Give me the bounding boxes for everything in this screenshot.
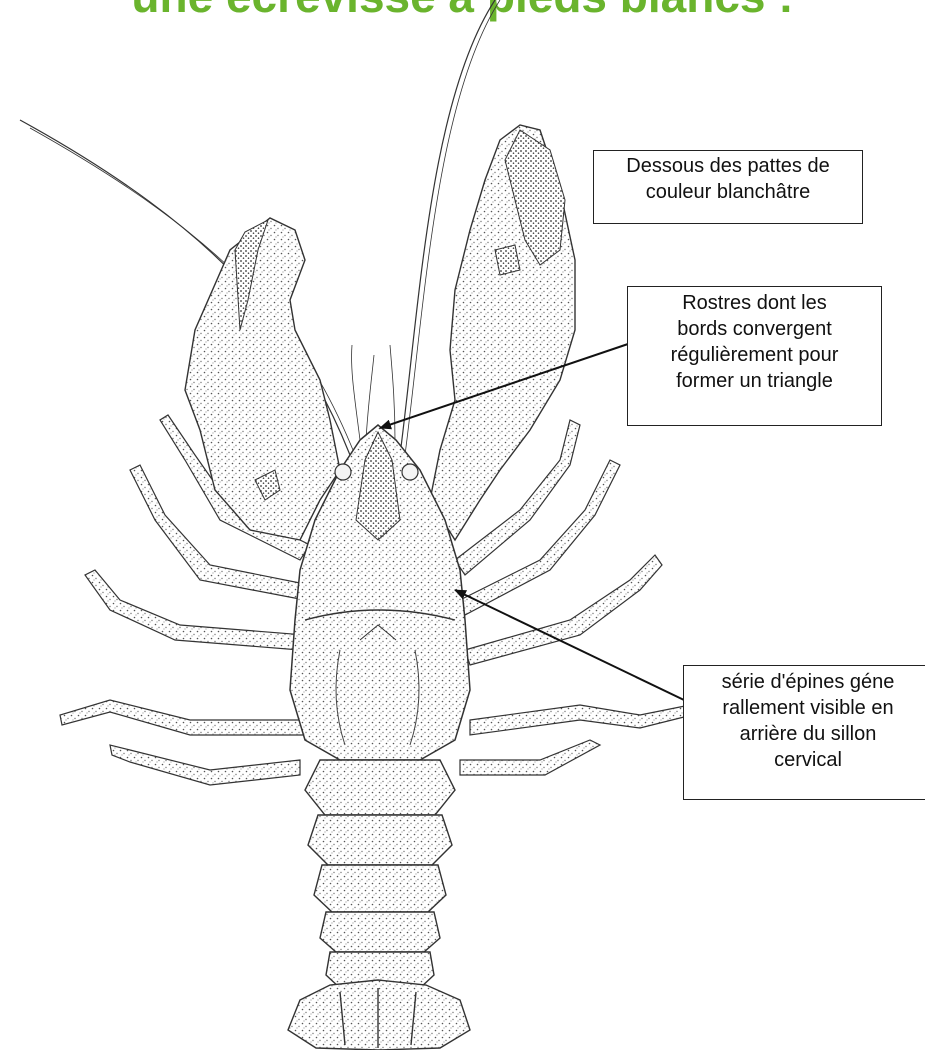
abdomen [288, 760, 470, 1050]
label-line: régulièrement pour [632, 342, 877, 368]
label-spines: série d'épines géne rallement visible en… [683, 665, 925, 800]
label-line: bords convergent [632, 316, 877, 342]
label-line: arrière du sillon [688, 721, 925, 747]
label-line: série d'épines géne [688, 669, 925, 695]
label-line: rallement visible en [688, 695, 925, 721]
label-line: former un triangle [632, 368, 877, 394]
label-legs-underside: Dessous des pattes de couleur blanchâtre [593, 150, 863, 224]
label-line: Rostres dont les [632, 290, 877, 316]
label-line: Dessous des pattes de [598, 153, 858, 179]
label-line: cervical [688, 747, 925, 773]
label-line: couleur blanchâtre [598, 179, 858, 205]
label-rostrum: Rostres dont les bords convergent réguli… [627, 286, 882, 426]
